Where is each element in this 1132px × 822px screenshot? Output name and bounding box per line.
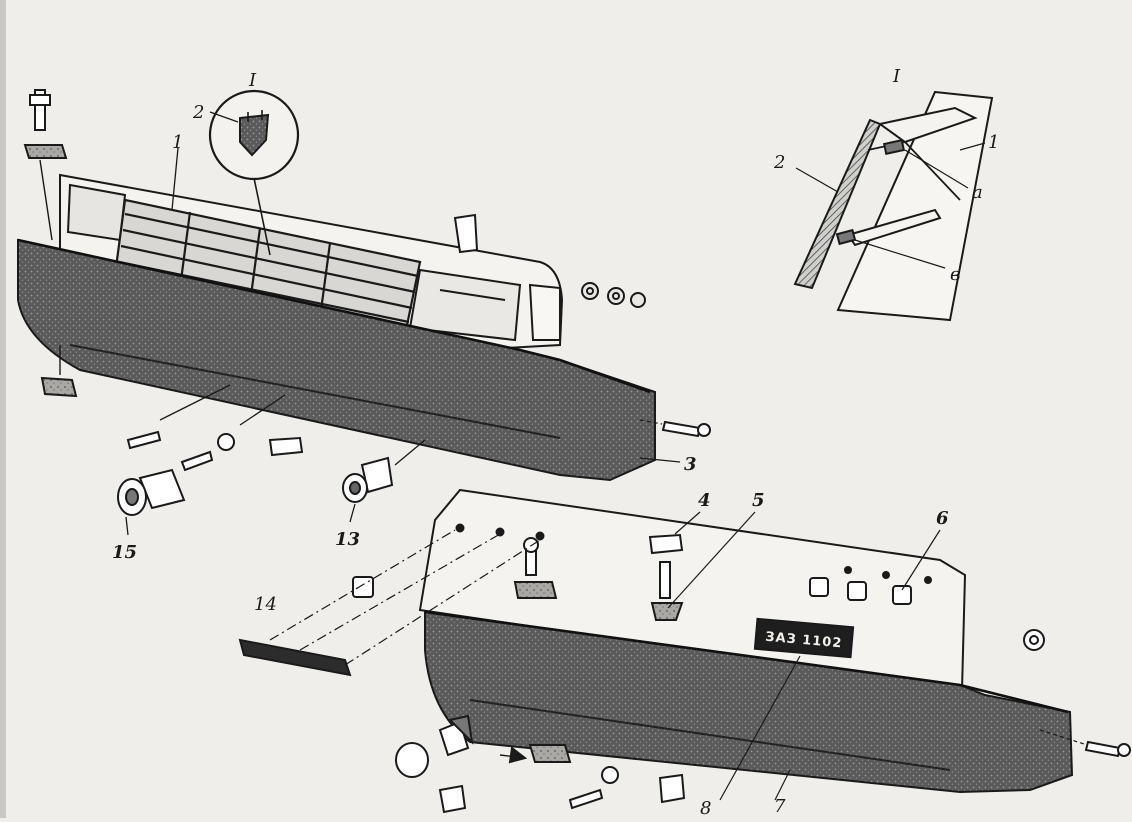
align-line-3 — [344, 539, 541, 666]
callout-detail-marker: I — [892, 66, 901, 87]
rear-assembly: ЗАЗ 1102 — [238, 488, 1131, 814]
align-line-2 — [299, 533, 501, 651]
leader-grille — [171, 147, 179, 211]
callout-front-plug-large: 15 — [112, 542, 137, 563]
nut-1 — [581, 282, 599, 300]
rear-nut-clip — [438, 784, 467, 814]
top-washer — [23, 144, 68, 159]
license-plate — [753, 617, 855, 659]
lower-screw — [126, 430, 162, 450]
callout-detail-a: a — [972, 182, 983, 203]
rear-lower-bracket — [658, 773, 686, 804]
rear-right-bolt — [1084, 740, 1122, 758]
leader-detail-2 — [795, 167, 839, 193]
rear-lower-bolt — [568, 788, 604, 810]
right-bracket — [453, 213, 479, 254]
rear-plate-bracket — [650, 602, 684, 621]
align-line-1 — [269, 529, 456, 641]
license-plate-text: ЗАЗ 1102 — [765, 630, 843, 652]
callout-rear-plate-bracket: 5 — [752, 490, 765, 511]
rear-plug-3 — [892, 585, 912, 605]
callout-front-plug-small: 13 — [335, 529, 360, 550]
rear-lower-washer — [601, 766, 619, 784]
callout-detail-badge: 2 — [773, 152, 785, 173]
callout-detail-b: в — [950, 264, 960, 285]
callout-front-bumper: 3 — [684, 454, 697, 475]
callout-main-detail: I — [248, 70, 257, 91]
rear-clip — [648, 533, 684, 555]
rear-emblem — [238, 638, 352, 677]
left-headlight-opening — [66, 183, 127, 242]
right-bolt — [661, 420, 702, 438]
front-bumper — [17, 238, 656, 482]
right-headlight-opening — [408, 268, 522, 342]
side-marker — [528, 283, 561, 341]
callout-rear-bumper: 7 — [774, 796, 786, 817]
rear-left-washer — [513, 581, 558, 599]
front-plug-large — [117, 468, 186, 516]
lower-washer — [217, 433, 235, 451]
page-edge — [0, 0, 6, 818]
rear-bolt — [659, 561, 671, 599]
detail-tab-a — [882, 139, 906, 155]
detail-view — [793, 90, 994, 322]
detail-grille-edge — [793, 118, 882, 290]
lower-clip — [268, 436, 304, 457]
nut-2 — [607, 287, 625, 305]
headlight-inner-line — [439, 289, 506, 301]
leader-badge — [209, 111, 239, 123]
lower-bolt — [180, 450, 214, 472]
leader-bumper — [639, 457, 681, 463]
rear-plug-1 — [809, 577, 829, 597]
callouts: I 2 1 3 15 13 4 5 6 7 8 14 I 1 2 a в — [112, 66, 999, 819]
nut-3 — [630, 292, 646, 308]
detail-tab-b — [835, 228, 857, 246]
callout-detail-grille: 1 — [988, 132, 999, 153]
callout-rear-plug: 6 — [936, 508, 949, 529]
badge-closeup — [239, 113, 270, 157]
rear-lower-clip — [528, 744, 572, 763]
callout-main-badge: 2 — [192, 102, 204, 123]
leader-detail-1 — [959, 142, 986, 151]
rear-plug-2 — [847, 581, 867, 601]
leader-b — [854, 239, 946, 269]
callout-main-grille: 1 — [172, 132, 183, 153]
callout-rear-clip: 4 — [698, 490, 711, 511]
bottom-clip — [40, 376, 78, 398]
rear-plug-left — [352, 576, 374, 598]
leader-a — [904, 149, 969, 189]
front-plug-small — [342, 439, 426, 503]
callout-emblem: 14 — [254, 594, 277, 615]
rear-right-nut — [1023, 629, 1045, 651]
front-assembly — [17, 89, 711, 536]
callout-rear-plate: 8 — [700, 798, 711, 818]
